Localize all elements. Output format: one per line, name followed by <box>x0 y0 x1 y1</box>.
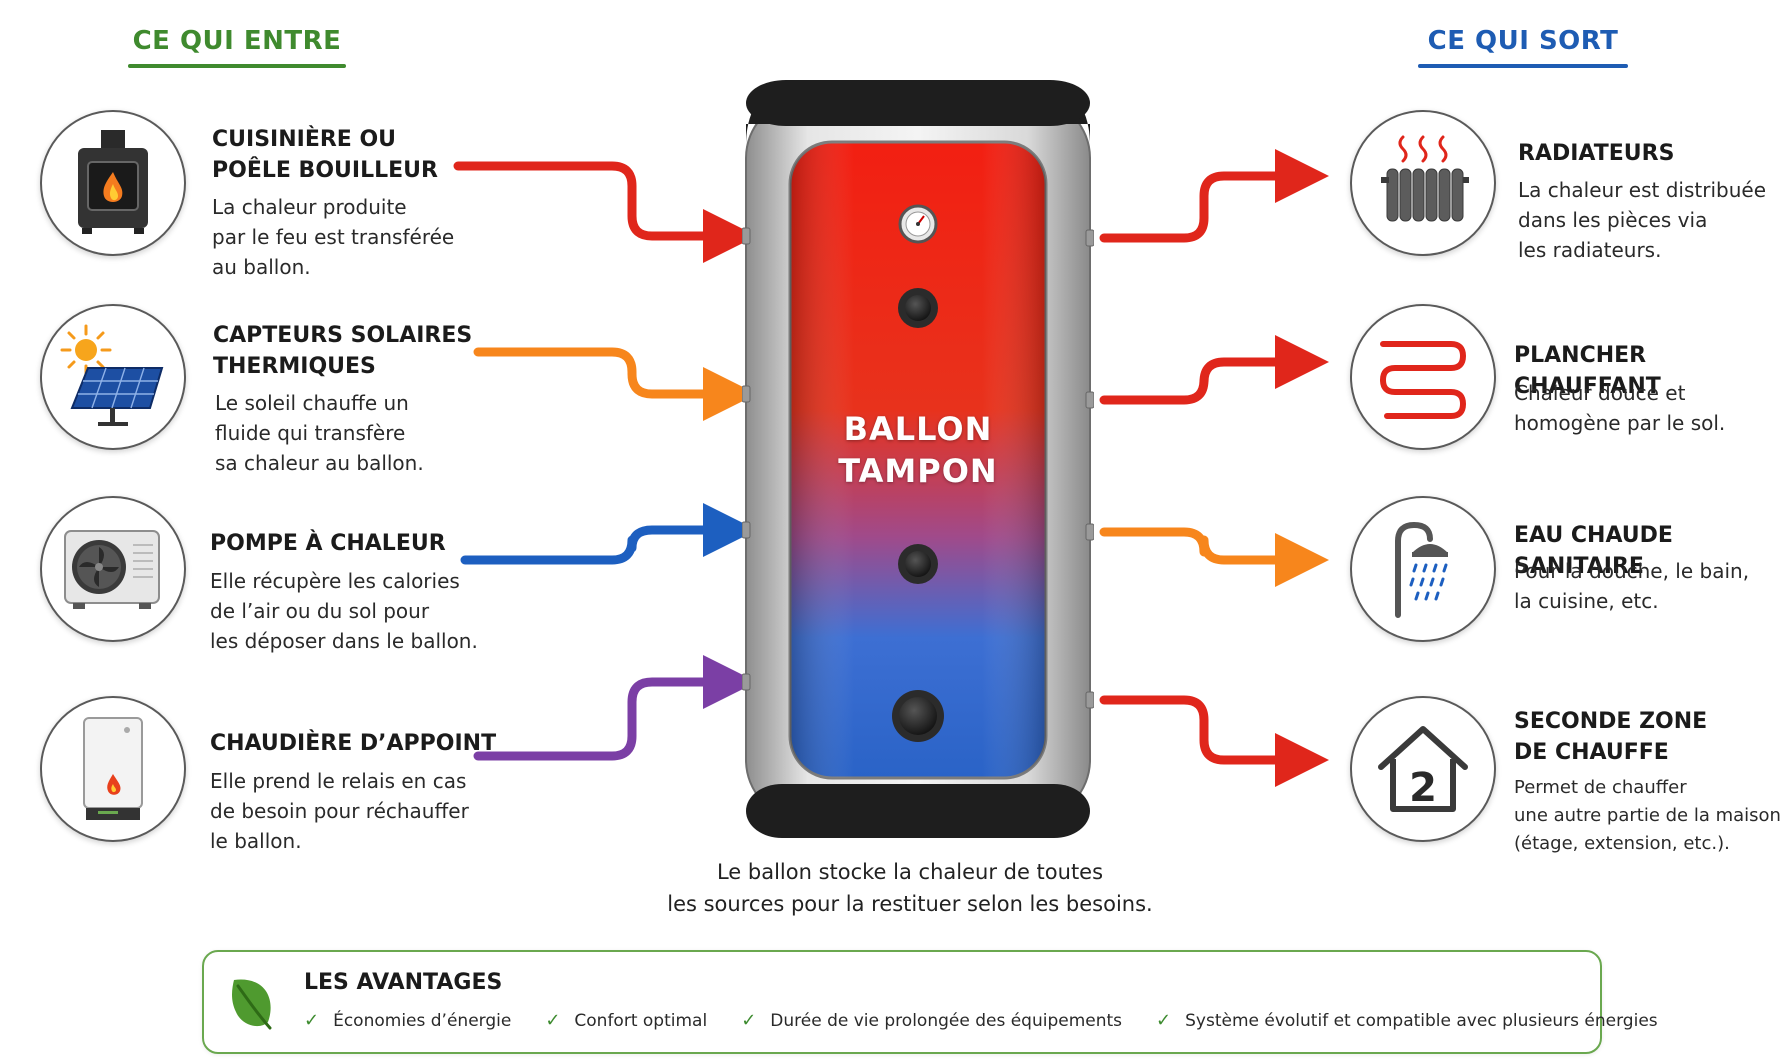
inputs-title: CE QUI ENTRE <box>128 26 346 68</box>
input-pipe-stove <box>453 161 757 263</box>
advantage-label: Système évolutif et compatible avec plus… <box>1185 1010 1658 1031</box>
advantage-item: ✓ Confort optimal <box>545 1010 707 1031</box>
output-pipe-floor <box>1099 335 1329 405</box>
stove-fire-icon <box>78 130 148 234</box>
check-icon: ✓ <box>545 1010 561 1031</box>
zone2-circle: 2 <box>1350 696 1496 842</box>
inputs-title-underline <box>128 64 346 68</box>
radiators-circle <box>1350 110 1496 256</box>
output-pipe-radiators <box>1099 149 1329 243</box>
advantage-item: ✓ Durée de vie prolongée des équipements <box>741 1010 1122 1031</box>
shower-circle <box>1350 496 1496 642</box>
check-icon: ✓ <box>741 1010 757 1031</box>
outputs-title-underline <box>1418 64 1628 68</box>
boiler-circle <box>40 696 186 842</box>
tank-port-middle <box>898 544 938 584</box>
hotwater-title: EAU CHAUDE SANITAIRE <box>1514 523 1673 579</box>
stove-circle <box>40 110 186 256</box>
tank-port-lower <box>892 690 944 742</box>
boiler-icon <box>83 717 143 820</box>
house-number: 2 <box>1409 765 1437 811</box>
check-icon: ✓ <box>304 1010 320 1031</box>
advantage-label: Confort optimal <box>574 1010 708 1031</box>
solar-desc: Le soleil chauffe un fluide qui transfèr… <box>215 391 424 475</box>
radiators-title: RADIATEURS <box>1518 141 1675 166</box>
advantages-title: LES AVANTAGES <box>304 970 503 995</box>
tank-label: BALLON TAMPON <box>838 410 998 490</box>
advantage-label: Économies d’énergie <box>333 1010 512 1031</box>
output-pipe-zone2 <box>1099 695 1329 787</box>
advantages-box: LES AVANTAGES ✓ Économies d’énergie ✓ Conf… <box>202 950 1658 1054</box>
solar-panel-icon <box>60 324 164 426</box>
advantage-label: Durée de vie prolongée des équipements <box>770 1010 1123 1031</box>
hotwater-desc: Pour la douche, le bain, la cuisine, etc… <box>1514 559 1750 613</box>
advantage-item: ✓ Économies d’énergie <box>304 1010 511 1031</box>
floor-circle <box>1350 304 1496 450</box>
advantages-list: ✓ Économies d’énergie ✓ Confort optimal ✓ D… <box>304 1010 1692 1031</box>
stove-title: CUISINIÈRE OU POÊLE BOUILLEUR <box>212 127 438 183</box>
shower-icon <box>1395 521 1448 618</box>
zone2-desc: Permet de chauffer une autre partie de l… <box>1514 777 1781 854</box>
tank-bottom-cap <box>746 784 1090 838</box>
tank-thermometer <box>898 204 938 244</box>
output-pipe-hotwater <box>1099 527 1329 587</box>
floor-title: PLANCHER CHAUFFANT <box>1514 343 1661 399</box>
input-pipe-solar <box>473 347 757 421</box>
solar-circle <box>40 304 186 450</box>
buffer-tank <box>742 80 1094 838</box>
outputs-title-text: CE QUI SORT <box>1427 26 1619 56</box>
boiler-desc: Elle prend le relais en cas de besoin po… <box>210 769 469 853</box>
radiator-icon <box>1381 135 1469 222</box>
outputs-title: CE QUI SORT <box>1418 26 1628 68</box>
heatpump-circle <box>40 496 186 642</box>
heatpump-title: POMPE À CHALEUR <box>210 531 446 556</box>
check-icon: ✓ <box>1156 1010 1172 1031</box>
boiler-title: CHAUDIÈRE D’APPOINT <box>210 731 497 756</box>
input-pipe-heatpump <box>460 503 757 565</box>
inputs-title-text: CE QUI ENTRE <box>132 26 342 56</box>
tank-port-upper <box>898 288 938 328</box>
house-zone-icon: 2 <box>1378 726 1468 812</box>
advantage-item: ✓ Système évolutif et compatible avec plu… <box>1156 1010 1658 1031</box>
underfloor-heating-icon <box>1379 341 1467 419</box>
zone2-title: SECONDE ZONE DE CHAUFFE <box>1514 709 1708 765</box>
tank-caption: Le ballon stocke la chaleur de toutes le… <box>667 860 1153 916</box>
heat-pump-icon <box>64 530 160 609</box>
radiators-desc: La chaleur est distribuée dans les pièce… <box>1518 178 1766 262</box>
floor-desc: Chaleur douce et homogène par le sol. <box>1514 381 1726 435</box>
leaf-icon <box>232 979 272 1030</box>
solar-title: CAPTEURS SOLAIRES THERMIQUES <box>213 323 473 379</box>
heatpump-desc: Elle récupère les calories de l’air ou d… <box>210 569 478 653</box>
input-pipe-boiler <box>473 655 757 761</box>
stove-desc: La chaleur produite par le feu est trans… <box>212 195 455 279</box>
